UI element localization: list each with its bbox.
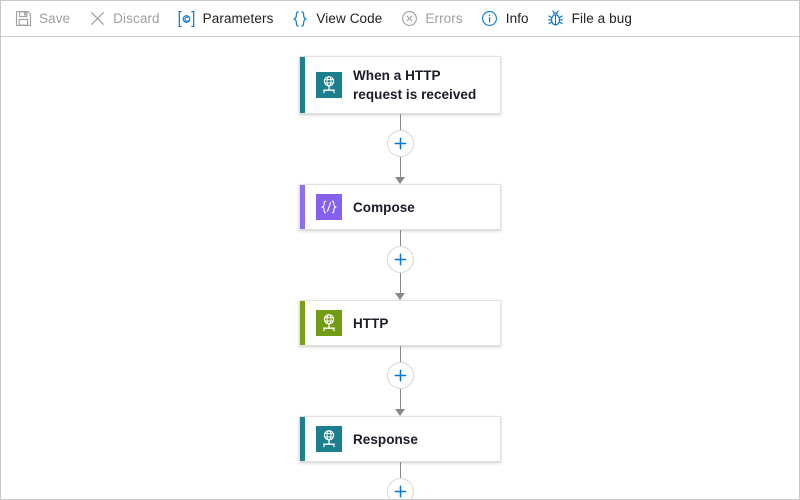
connector-line xyxy=(399,114,401,130)
file-a-bug-button[interactable]: File a bug xyxy=(544,5,641,33)
node-title: Response xyxy=(353,431,418,447)
node-accent-bar xyxy=(300,417,305,461)
view-code-icon xyxy=(290,9,310,29)
response-icon xyxy=(316,426,342,452)
connector-line xyxy=(399,230,401,246)
node-accent-bar xyxy=(300,57,305,113)
http-request-icon xyxy=(316,72,342,98)
save-button[interactable]: Save xyxy=(11,5,79,33)
bug-icon xyxy=(546,9,566,29)
discard-icon xyxy=(87,9,107,29)
node-accent-bar xyxy=(300,301,305,345)
compose-icon xyxy=(316,194,342,220)
add-step-button-4[interactable] xyxy=(386,478,414,499)
connector-1 xyxy=(386,114,414,184)
node-response[interactable]: Response xyxy=(299,416,501,462)
view-code-label: View Code xyxy=(316,10,383,26)
file-a-bug-label: File a bug xyxy=(571,10,632,26)
http-icon xyxy=(316,310,342,336)
connector-3 xyxy=(386,346,414,416)
connector-arrow xyxy=(394,273,407,300)
node-compose[interactable]: Compose xyxy=(299,184,501,230)
view-code-button[interactable]: View Code xyxy=(288,5,391,33)
errors-label: Errors xyxy=(425,10,463,26)
node-accent-bar xyxy=(300,185,305,229)
connector-line xyxy=(399,346,401,362)
info-label: Info xyxy=(505,10,529,26)
connector-line xyxy=(399,462,401,478)
node-http[interactable]: HTTP xyxy=(299,300,501,346)
parameters-label: Parameters xyxy=(202,10,274,26)
node-title: When a HTTP request is received xyxy=(353,68,477,102)
connector-2 xyxy=(386,230,414,300)
add-step-button-1[interactable] xyxy=(386,130,414,157)
designer-toolbar: Save Discard Parameters xyxy=(1,1,799,37)
discard-button[interactable]: Discard xyxy=(85,5,168,33)
parameters-icon xyxy=(177,9,197,29)
save-label: Save xyxy=(39,10,71,26)
designer-canvas[interactable]: When a HTTP request is received xyxy=(1,38,799,499)
connector-arrow xyxy=(394,157,407,184)
node-title: HTTP xyxy=(353,315,389,331)
connector-arrow xyxy=(394,389,407,416)
add-step-button-3[interactable] xyxy=(386,362,414,389)
connector-4 xyxy=(386,462,414,499)
add-step-button-2[interactable] xyxy=(386,246,414,273)
errors-button[interactable]: Errors xyxy=(397,5,471,33)
info-button[interactable]: Info xyxy=(478,5,538,33)
errors-icon xyxy=(399,9,419,29)
workflow-graph: When a HTTP request is received xyxy=(1,56,799,499)
save-icon xyxy=(13,9,33,29)
discard-label: Discard xyxy=(113,10,160,26)
info-icon xyxy=(480,9,500,29)
node-title: Compose xyxy=(353,199,415,215)
node-when-a-http-request-is-received[interactable]: When a HTTP request is received xyxy=(299,56,501,114)
parameters-button[interactable]: Parameters xyxy=(175,5,283,33)
